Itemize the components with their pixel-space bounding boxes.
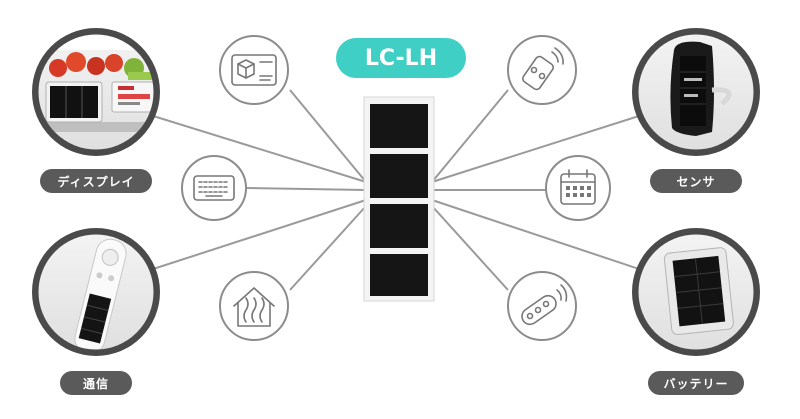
- home-heating-icon-circle: [219, 271, 289, 341]
- keyboard-icon: [193, 175, 235, 201]
- battery-photo: [632, 228, 760, 356]
- sensor-label: センサ: [650, 169, 742, 193]
- battery-label: バッテリー: [648, 371, 744, 395]
- home-heating-icon: [233, 287, 275, 327]
- display-label: ディスプレイ: [40, 169, 152, 193]
- sensor-photo: [632, 28, 760, 156]
- remote-icon-circle: [507, 271, 577, 341]
- calendar-icon: [560, 169, 596, 205]
- connector-lines: [149, 89, 643, 291]
- keyboard-icon-circle: [181, 155, 247, 221]
- calendar-icon-circle: [545, 155, 611, 221]
- product-title: LC-LH: [336, 38, 466, 78]
- payment-card-icon: [231, 54, 277, 86]
- communication-label: 通信: [60, 371, 132, 395]
- display-photo: [32, 28, 160, 156]
- solar-cell-stack: [363, 96, 435, 302]
- remote-icon: [521, 284, 568, 326]
- car-key-icon-circle: [507, 35, 577, 105]
- communication-photo: [32, 228, 160, 356]
- car-key-icon: [521, 47, 564, 91]
